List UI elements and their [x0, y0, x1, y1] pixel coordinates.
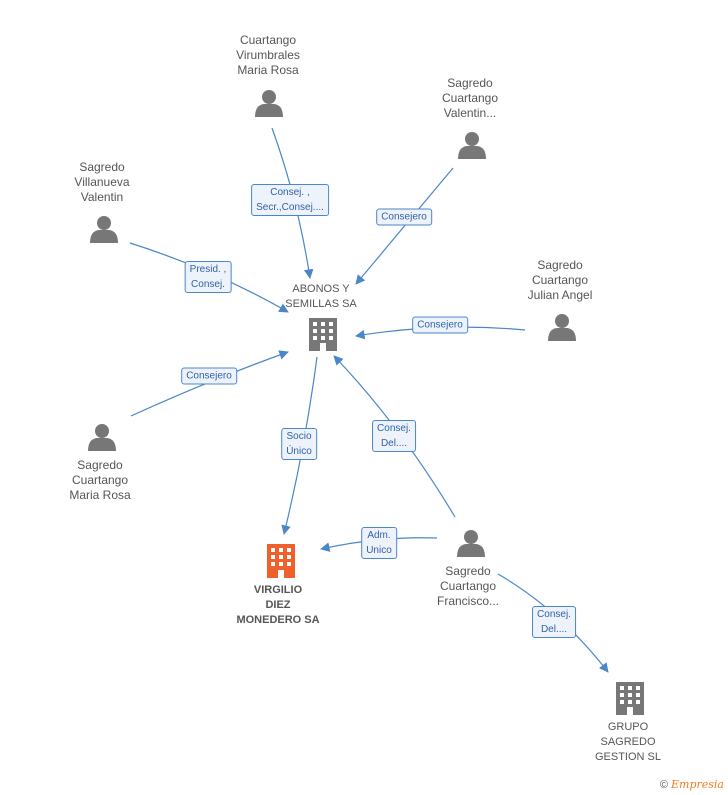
edge-label-francisco-grupo[interactable]: Consej. Del....	[532, 606, 576, 638]
edge-label-virumbrales-abonos[interactable]: Consej. , Secr.,Consej....	[251, 184, 329, 216]
footer-brand[interactable]: © Empresia	[660, 778, 724, 791]
node-label-francisco[interactable]: Sagredo Cuartango Francisco...	[436, 564, 500, 608]
edge-label-julian-abonos[interactable]: Consejero	[412, 316, 468, 334]
building-icon	[309, 318, 337, 351]
node-label-mariarosa[interactable]: Sagredo Cuartango Maria Rosa	[69, 458, 131, 502]
edge-label-abonos-virgilio[interactable]: Socio Único	[281, 428, 317, 460]
edge-label-valentin-abonos[interactable]: Consejero	[376, 208, 432, 226]
edge-label-francisco-abonos[interactable]: Consej. Del....	[372, 420, 416, 452]
edge-label-francisco-virgilio[interactable]: Adm. Unico	[361, 527, 397, 559]
node-label-abonos[interactable]: ABONOS Y SEMILLAS SA	[285, 283, 357, 310]
person-icon	[90, 216, 118, 243]
edge-line-valentin-abonos	[355, 167, 454, 285]
person-icon	[88, 424, 116, 451]
node-label-virumbrales[interactable]: Cuartango Virumbrales Maria Rosa	[236, 33, 300, 77]
edge-lines	[129, 127, 609, 673]
building-icon	[267, 544, 295, 578]
node-label-grupo[interactable]: GRUPO SAGREDO GESTION SL	[594, 721, 662, 763]
person-icon	[458, 132, 486, 159]
person-icon	[457, 530, 485, 557]
node-label-villanueva[interactable]: Sagredo Villanueva Valentin	[74, 160, 130, 204]
building-icon	[616, 682, 644, 715]
node-label-valentin-cuartango[interactable]: Sagredo Cuartango Valentin...	[441, 76, 499, 120]
edge-label-villanueva-abonos[interactable]: Presid. , Consej.	[184, 261, 232, 293]
brand-logo: Empresia	[671, 778, 724, 791]
edge-label-mariarosa-abonos[interactable]: Consejero	[181, 367, 237, 385]
node-label-julian[interactable]: Sagredo Cuartango Julian Angel	[527, 258, 593, 302]
person-icon	[255, 90, 283, 117]
node-label-virgilio[interactable]: VIRGILIO DIEZ MONEDERO SA	[236, 584, 320, 626]
copyright-icon: ©	[659, 779, 668, 791]
person-icon	[548, 314, 576, 341]
